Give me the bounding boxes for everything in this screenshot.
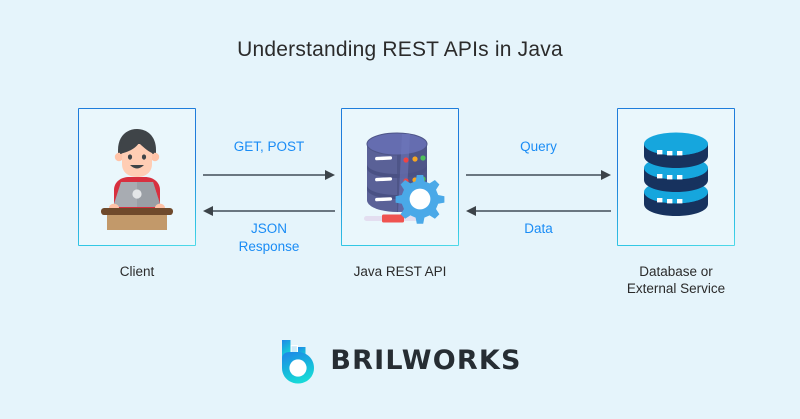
arrow-line	[203, 174, 326, 177]
arrow-api-to-database	[466, 170, 611, 180]
page-title: Understanding REST APIs in Java	[237, 38, 563, 61]
node-client-label: Client	[119, 264, 155, 279]
database-gear-icon	[364, 132, 445, 224]
person-at-laptop-icon	[101, 129, 173, 230]
brilworks-b-logo-icon	[282, 340, 315, 384]
node-database-label-line1: Database or	[639, 264, 713, 279]
node-java-rest-api: Java REST API	[341, 108, 459, 280]
node-api-label: Java REST API	[353, 264, 447, 279]
connection-client-to-api: GET, POST JSON Response	[203, 108, 335, 258]
arrow-line	[475, 210, 611, 213]
arrow-database-to-api	[466, 206, 611, 216]
arrow-head-right-icon	[325, 170, 335, 180]
arrow-line	[466, 174, 602, 177]
brand-name: BRILWORKS	[330, 344, 522, 376]
node-api-box	[341, 108, 459, 246]
node-database: Database or External Service	[617, 108, 735, 297]
arrow-label-json-line1: JSON	[250, 221, 287, 236]
arrow-head-right-icon	[601, 170, 611, 180]
arrow-label-data: Data	[524, 221, 553, 236]
arrow-head-left-icon	[466, 206, 476, 216]
node-client-box	[78, 108, 196, 246]
gear-icon	[395, 175, 445, 224]
arrow-line	[212, 210, 335, 213]
connection-api-to-database: Query Data	[466, 108, 611, 258]
arrow-client-to-api	[203, 170, 335, 180]
database-stack-icon	[644, 132, 708, 216]
node-database-label: Database or External Service	[617, 263, 735, 297]
arrow-label-query: Query	[520, 139, 557, 154]
node-database-box	[617, 108, 735, 246]
diagram-flow: Client GET, POST JSON Response	[0, 108, 800, 308]
node-database-label-line2: External Service	[626, 281, 726, 296]
arrow-label-get-post: GET, POST	[233, 139, 305, 154]
arrow-label-json-response: JSON Response	[203, 220, 335, 256]
brand-logo: BRILWORKS	[0, 336, 800, 384]
arrow-head-left-icon	[203, 206, 213, 216]
arrow-label-json-line2: Response	[238, 239, 300, 254]
node-client: Client	[78, 108, 196, 280]
arrow-api-to-client	[203, 206, 335, 216]
